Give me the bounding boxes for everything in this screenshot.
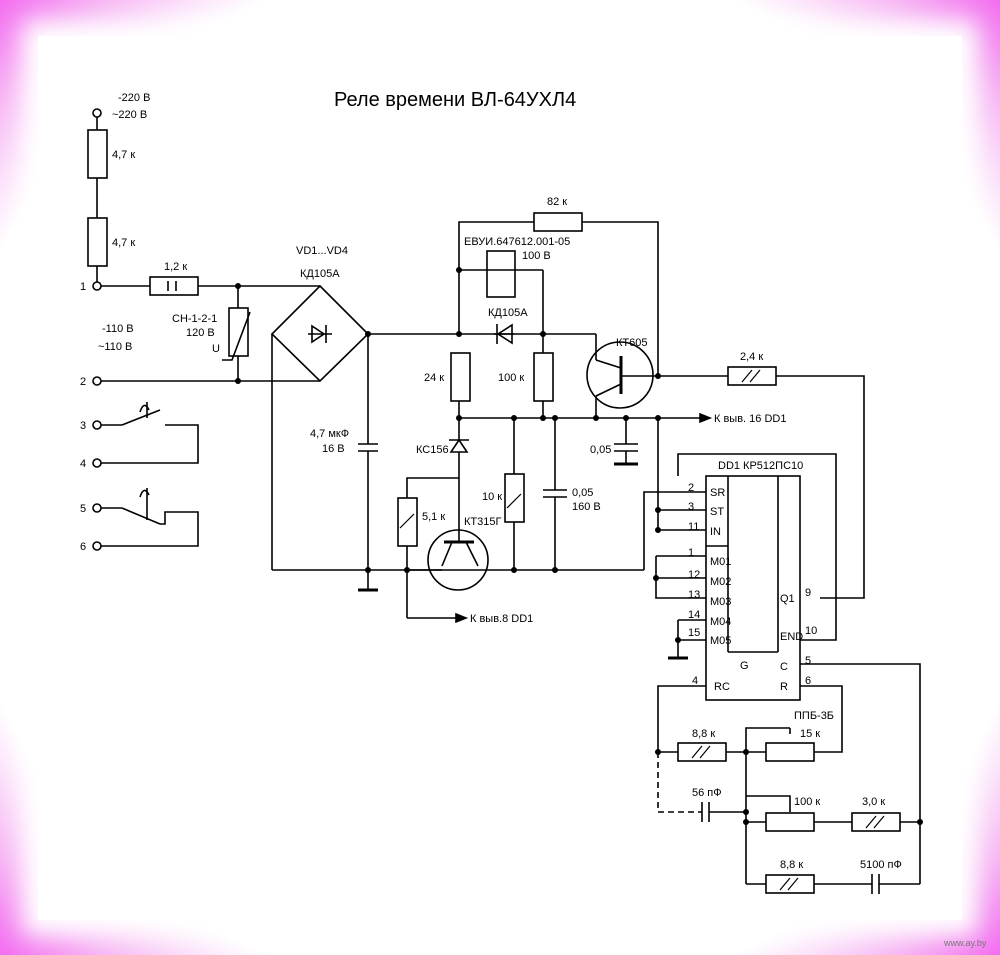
- label-c2a: 0,05: [572, 487, 593, 499]
- label-t1b: ~220 В: [112, 109, 147, 121]
- chip-pin-label: RC: [714, 681, 730, 693]
- terminal-2: [92, 376, 102, 386]
- label-t1a: -220 В: [118, 92, 150, 104]
- transistor-kt605: [586, 341, 654, 409]
- label-r24: 24 к: [424, 372, 444, 384]
- chip-pin-label: M02: [710, 576, 731, 588]
- label-r82: 82 к: [547, 196, 567, 208]
- label-kt605: КТ605: [616, 337, 647, 349]
- label-r30: 3,0 к: [862, 796, 885, 808]
- label-r2: 4,7 к: [112, 237, 135, 249]
- transistor-kt315: [427, 529, 489, 591]
- label-kt315: КТ315Г: [464, 516, 501, 528]
- chip-dd1: [705, 475, 801, 701]
- label-t2: 2: [80, 376, 86, 388]
- label-relay2: 100 В: [522, 250, 551, 262]
- terminal-top: [92, 108, 102, 118]
- label-out16: К выв. 16 DD1: [714, 413, 786, 425]
- label-varistor1: СН-1-2-1: [172, 313, 217, 325]
- label-t2a: -110 В: [102, 323, 134, 335]
- page-title: Реле времени ВЛ-64УХЛ4: [334, 89, 576, 111]
- terminal-1: [92, 281, 102, 291]
- chip-pin-label: M05: [710, 635, 731, 647]
- chip-pin-label: Q1: [780, 593, 795, 605]
- label-c5100: 5100 пФ: [860, 859, 902, 871]
- chip-pin-number: 5: [805, 655, 811, 667]
- label-c2b: 160 В: [572, 501, 601, 513]
- label-t5: 5: [80, 503, 86, 515]
- label-r100b: 100 к: [794, 796, 820, 808]
- chip-pin-number: 12: [688, 569, 700, 581]
- chip-pin-number: 11: [688, 521, 699, 533]
- chip-pin-label: G: [740, 660, 749, 672]
- paper: [38, 36, 962, 920]
- chip-pin-number: 3: [688, 501, 694, 513]
- label-diode: КД105А: [488, 307, 528, 319]
- label-r10: 10 к: [482, 491, 502, 503]
- label-dd1: DD1 КР512ПС10: [718, 460, 803, 472]
- chip-pin-label: END: [780, 631, 803, 643]
- label-r3: 1,2 к: [164, 261, 187, 273]
- relay-coil: [486, 250, 516, 298]
- chip-pin-number: 1: [688, 547, 694, 559]
- chip-pin-label: ST: [710, 506, 724, 518]
- label-r100: 100 к: [498, 372, 524, 384]
- chip-pin-number: 9: [805, 587, 811, 599]
- watermark: www.ay.by: [943, 938, 987, 948]
- label-bridge2: КД105А: [300, 268, 340, 280]
- label-varistor2: 120 В: [186, 327, 215, 339]
- diode-bridge: [270, 284, 370, 383]
- chip-pin-label: R: [780, 681, 788, 693]
- chip-pin-number: 13: [688, 589, 700, 601]
- label-t3: 3: [80, 420, 86, 432]
- label-r88a: 8,8 к: [692, 728, 715, 740]
- label-t4: 4: [80, 458, 86, 470]
- label-r15: 15 к: [800, 728, 820, 740]
- label-c005: 0,05: [590, 444, 611, 456]
- label-cap1a: 4,7 мкФ: [310, 428, 349, 440]
- resistor-4k7-1: [87, 129, 108, 179]
- chip-pin-label: M03: [710, 596, 731, 608]
- chip-pin-number: 15: [688, 627, 700, 639]
- resistor-1k2: [149, 276, 199, 296]
- label-bridge1: VD1...VD4: [296, 245, 348, 257]
- resistor-4k7-2: [87, 217, 108, 267]
- label-out8: К выв.8 DD1: [470, 613, 533, 625]
- label-c56: 56 пФ: [692, 787, 722, 799]
- chip-pin-label: IN: [710, 526, 721, 538]
- chip-pin-number: 6: [805, 675, 811, 687]
- label-r88b: 8,8 к: [780, 859, 803, 871]
- label-kc156: КС156: [416, 444, 449, 456]
- chip-pin-number: 10: [805, 625, 817, 637]
- label-r24k: 2,4 к: [740, 351, 763, 363]
- label-ppb: ППБ-3Б: [794, 710, 834, 722]
- chip-pin-number: 4: [692, 675, 698, 687]
- label-r51: 5,1 к: [422, 511, 445, 523]
- label-varistor-u: U: [212, 343, 220, 355]
- label-t6: 6: [80, 541, 86, 553]
- label-t1: 1: [80, 281, 86, 293]
- chip-pin-label: M04: [710, 616, 731, 628]
- label-relay1: ЕВУИ.647612.001-05: [464, 236, 570, 248]
- chip-pin-number: 2: [688, 482, 694, 494]
- label-cap1b: 16 В: [322, 443, 345, 455]
- chip-pin-label: SR: [710, 487, 725, 499]
- chip-pin-number: 14: [688, 609, 700, 621]
- varistor: [228, 307, 249, 357]
- chip-pin-label: C: [780, 661, 788, 673]
- label-r1: 4,7 к: [112, 149, 135, 161]
- chip-pin-label: M01: [710, 556, 731, 568]
- label-t2b: ~110 В: [98, 341, 132, 353]
